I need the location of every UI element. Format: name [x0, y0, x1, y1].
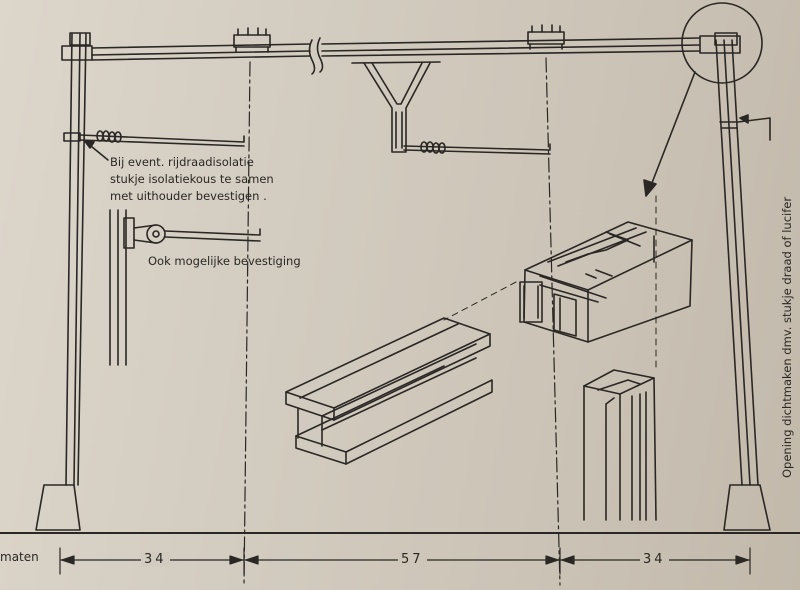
mast-cantilever	[63, 130, 245, 147]
box-detail	[519, 221, 693, 343]
insulation-note-line-2: stukje isolatiekous te samen	[110, 172, 274, 186]
insulation-note-line-3: met uithouder bevestigen .	[110, 189, 267, 203]
centre-lines	[243, 57, 561, 586]
y-hanger	[351, 61, 441, 153]
top-insulator-left	[233, 27, 271, 53]
right-mast-foot	[723, 484, 771, 531]
cross-beam	[61, 35, 741, 75]
beam-break-mark	[308, 37, 324, 75]
insulation-note-line-1: Bij event. rijdraadisolatie	[110, 155, 254, 169]
left-beam-block	[61, 45, 93, 61]
opening-arrow	[737, 117, 771, 141]
top-insulator-right	[527, 24, 565, 50]
opening-seal-caption: Opening dichtmaken dmv. stukje draad of …	[780, 196, 794, 478]
detail-arrow	[649, 71, 696, 189]
box-left-tab	[519, 281, 543, 323]
note-leader-arrowhead	[83, 139, 95, 149]
left-mast-foot	[35, 484, 81, 531]
hanger-insulator	[420, 141, 446, 154]
right-beam-block	[699, 35, 741, 54]
mast-insulator	[96, 130, 122, 143]
alternative-mount-detail	[109, 209, 261, 366]
dimension-middle: 57	[398, 552, 427, 567]
left-mast	[35, 32, 91, 531]
projection-lines	[443, 195, 657, 373]
dimension-unit-label: maten	[0, 550, 39, 564]
mount-pulley	[146, 224, 166, 244]
dimension-left: 34	[141, 552, 170, 567]
detail-circle	[681, 2, 763, 84]
detail-arrowhead	[643, 179, 657, 197]
hanger-cantilever	[403, 141, 551, 155]
dimension-right: 34	[640, 552, 669, 567]
i-beam	[285, 317, 493, 465]
alternative-mount-caption: Ook mogelijke bevestiging	[148, 254, 301, 268]
bent-profile	[583, 369, 657, 521]
right-mast	[714, 32, 771, 531]
